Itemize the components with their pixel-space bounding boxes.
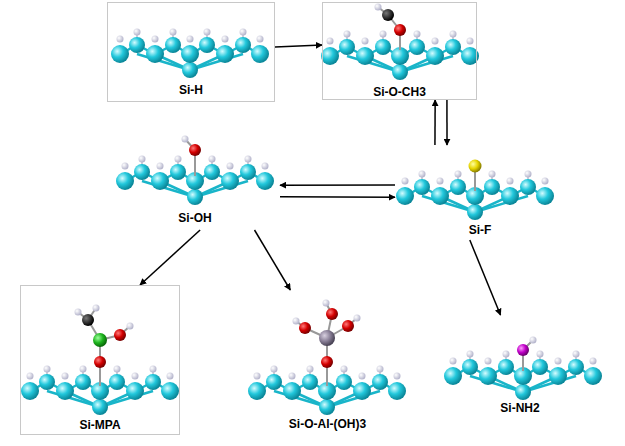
reaction-arrow [446, 100, 448, 145]
reaction-arrow [280, 196, 395, 198]
reaction-arrow [434, 100, 436, 145]
reaction-arrow [470, 240, 501, 315]
structure-panel: Si-O-CH3 [322, 2, 477, 100]
structure-panel: Si-F [395, 145, 565, 240]
structure-panel: Si-OH [110, 115, 280, 230]
structure-label: Si-O-Al-(OH)3 [250, 417, 405, 431]
reaction-arrow [280, 184, 395, 186]
structure-label: Si-MPA [21, 418, 179, 432]
reaction-arrow [140, 230, 200, 285]
structure-panel: Si-H [107, 2, 275, 102]
structure-panel: Si-O-Al-(OH)3 [250, 290, 405, 435]
reaction-arrow [275, 45, 322, 47]
structure-label: Si-H [108, 83, 274, 97]
structure-panel: Si-MPA [20, 285, 180, 435]
structure-label: Si-F [395, 223, 565, 237]
structure-label: Si-O-CH3 [323, 85, 476, 99]
structure-label: Si-OH [110, 211, 280, 225]
reaction-arrow [255, 230, 291, 290]
structure-panel: Si-NH2 [445, 315, 595, 415]
structure-label: Si-NH2 [445, 401, 595, 415]
